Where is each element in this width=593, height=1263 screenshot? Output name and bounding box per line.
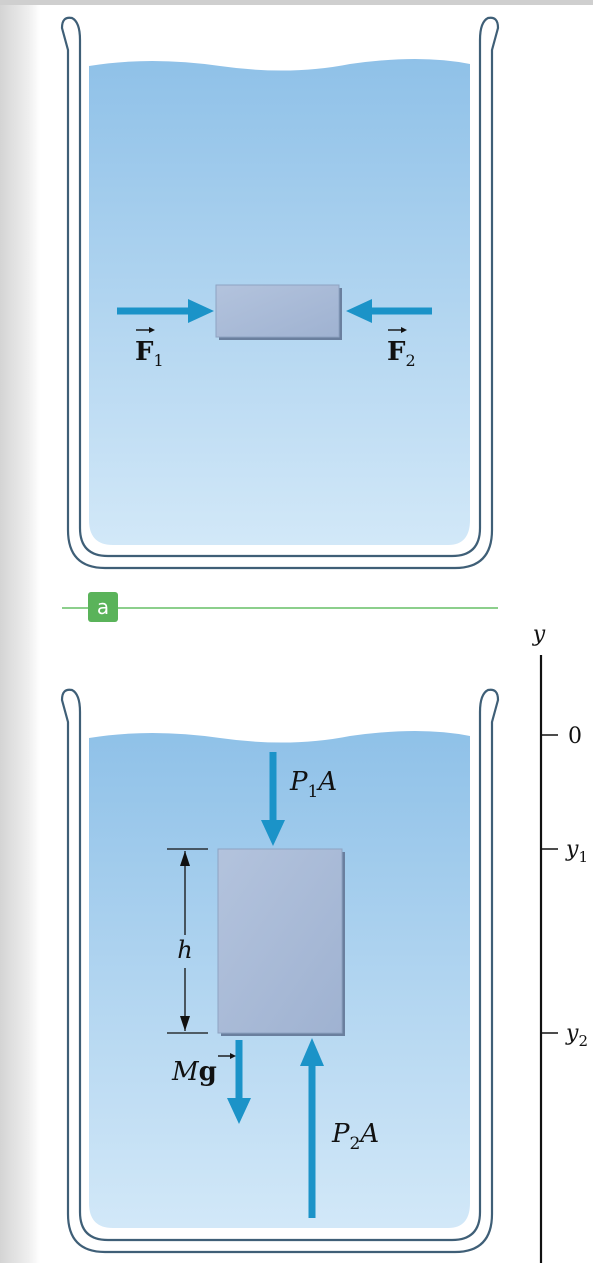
beaker-b-glass bbox=[60, 688, 500, 1254]
svg-text:F2: F2 bbox=[387, 337, 416, 370]
y-axis-tick-label-0: 0 bbox=[568, 724, 582, 749]
y-axis: y 0 y1 y2 bbox=[532, 622, 588, 1263]
block-a bbox=[215, 284, 342, 340]
force-arrow-p2a bbox=[300, 1038, 324, 1218]
label-f1: F1 bbox=[135, 327, 164, 370]
block-b bbox=[217, 848, 345, 1036]
label-p2a: P2A bbox=[331, 1119, 379, 1154]
svg-text:a: a bbox=[97, 595, 109, 619]
page-top-border bbox=[0, 0, 593, 5]
label-p1a: P1A bbox=[289, 767, 337, 802]
beaker-a-glass bbox=[60, 16, 500, 570]
force-arrow-f2 bbox=[346, 299, 432, 323]
y-axis-tick-label-y1: y1 bbox=[565, 837, 588, 866]
height-dimension: h bbox=[167, 848, 208, 1034]
svg-text:Mg: Mg bbox=[171, 1057, 217, 1087]
height-label: h bbox=[177, 936, 192, 964]
force-arrow-f1 bbox=[117, 299, 214, 323]
y-axis-tick-label-y2: y2 bbox=[565, 1021, 588, 1050]
panel-tag-a: a bbox=[88, 592, 118, 622]
label-f2: F2 bbox=[387, 327, 416, 370]
force-arrow-p1a bbox=[261, 752, 285, 846]
label-mg: Mg bbox=[171, 1053, 236, 1087]
y-axis-label: y bbox=[532, 622, 546, 647]
page-left-shade bbox=[0, 0, 40, 1263]
force-arrow-mg bbox=[227, 1040, 251, 1124]
svg-text:F1: F1 bbox=[135, 337, 164, 370]
